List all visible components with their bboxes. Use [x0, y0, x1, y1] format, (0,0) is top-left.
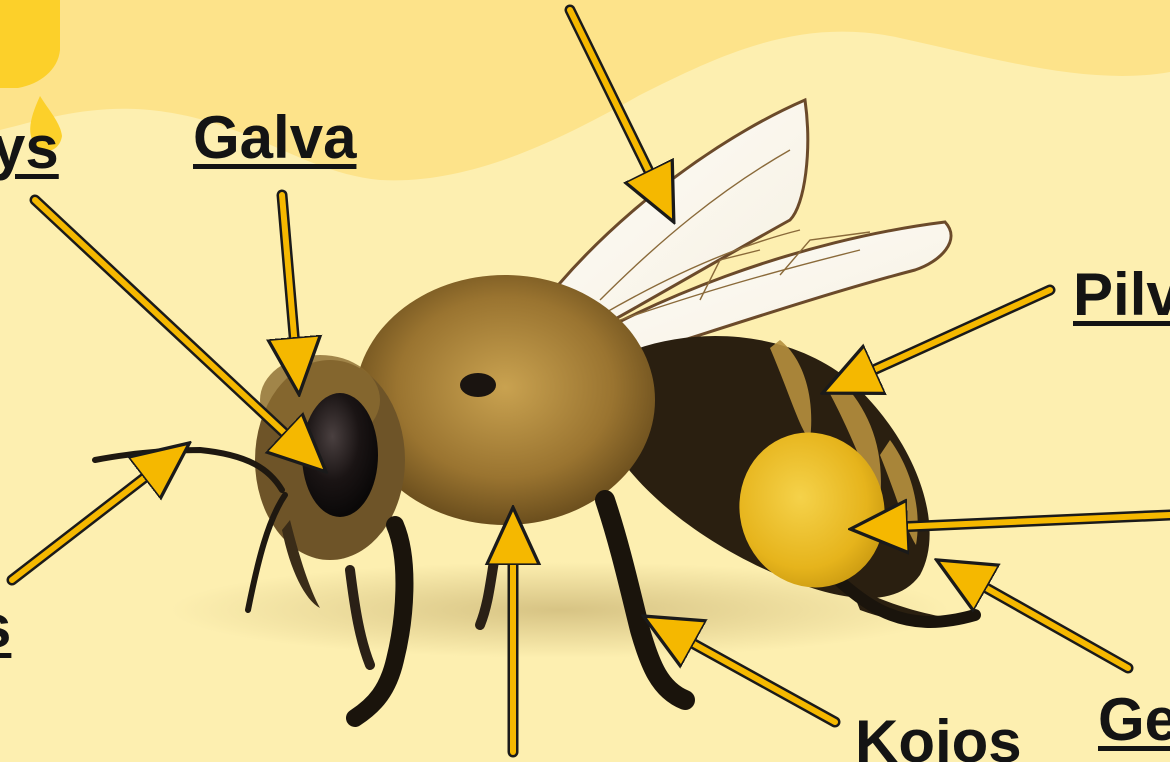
label-pilvelis-partial: Pilv — [1073, 265, 1170, 325]
label-akys-partial: ys — [0, 118, 59, 178]
label-geluonis-partial: Ge — [1098, 690, 1170, 750]
label-kojos: Kojos — [855, 712, 1022, 762]
wing-base — [460, 373, 496, 397]
label-antenos-partial: s — [0, 597, 11, 657]
label-galva: Galva — [193, 108, 356, 168]
